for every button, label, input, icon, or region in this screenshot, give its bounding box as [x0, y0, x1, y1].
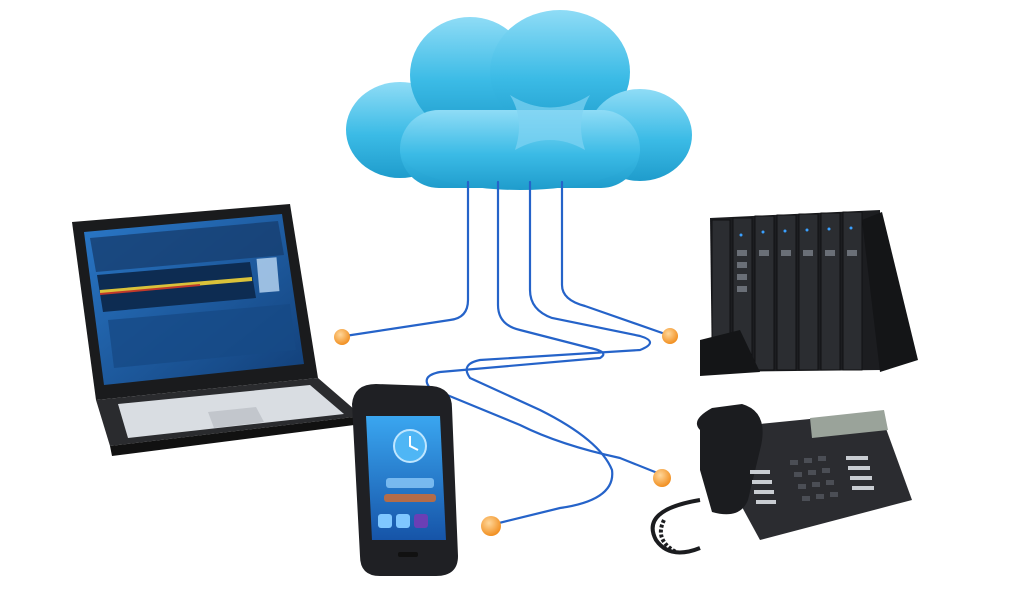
desk-phone-icon — [650, 404, 912, 555]
network-cables — [343, 180, 670, 526]
node-server — [662, 328, 678, 344]
node-deskphone — [653, 469, 671, 487]
server-rack-icon — [700, 210, 918, 376]
node-smartphone — [481, 516, 501, 536]
smartphone-icon — [352, 384, 458, 576]
node-laptop — [334, 329, 350, 345]
laptop-icon — [72, 204, 362, 456]
cloud-icon — [346, 10, 692, 190]
